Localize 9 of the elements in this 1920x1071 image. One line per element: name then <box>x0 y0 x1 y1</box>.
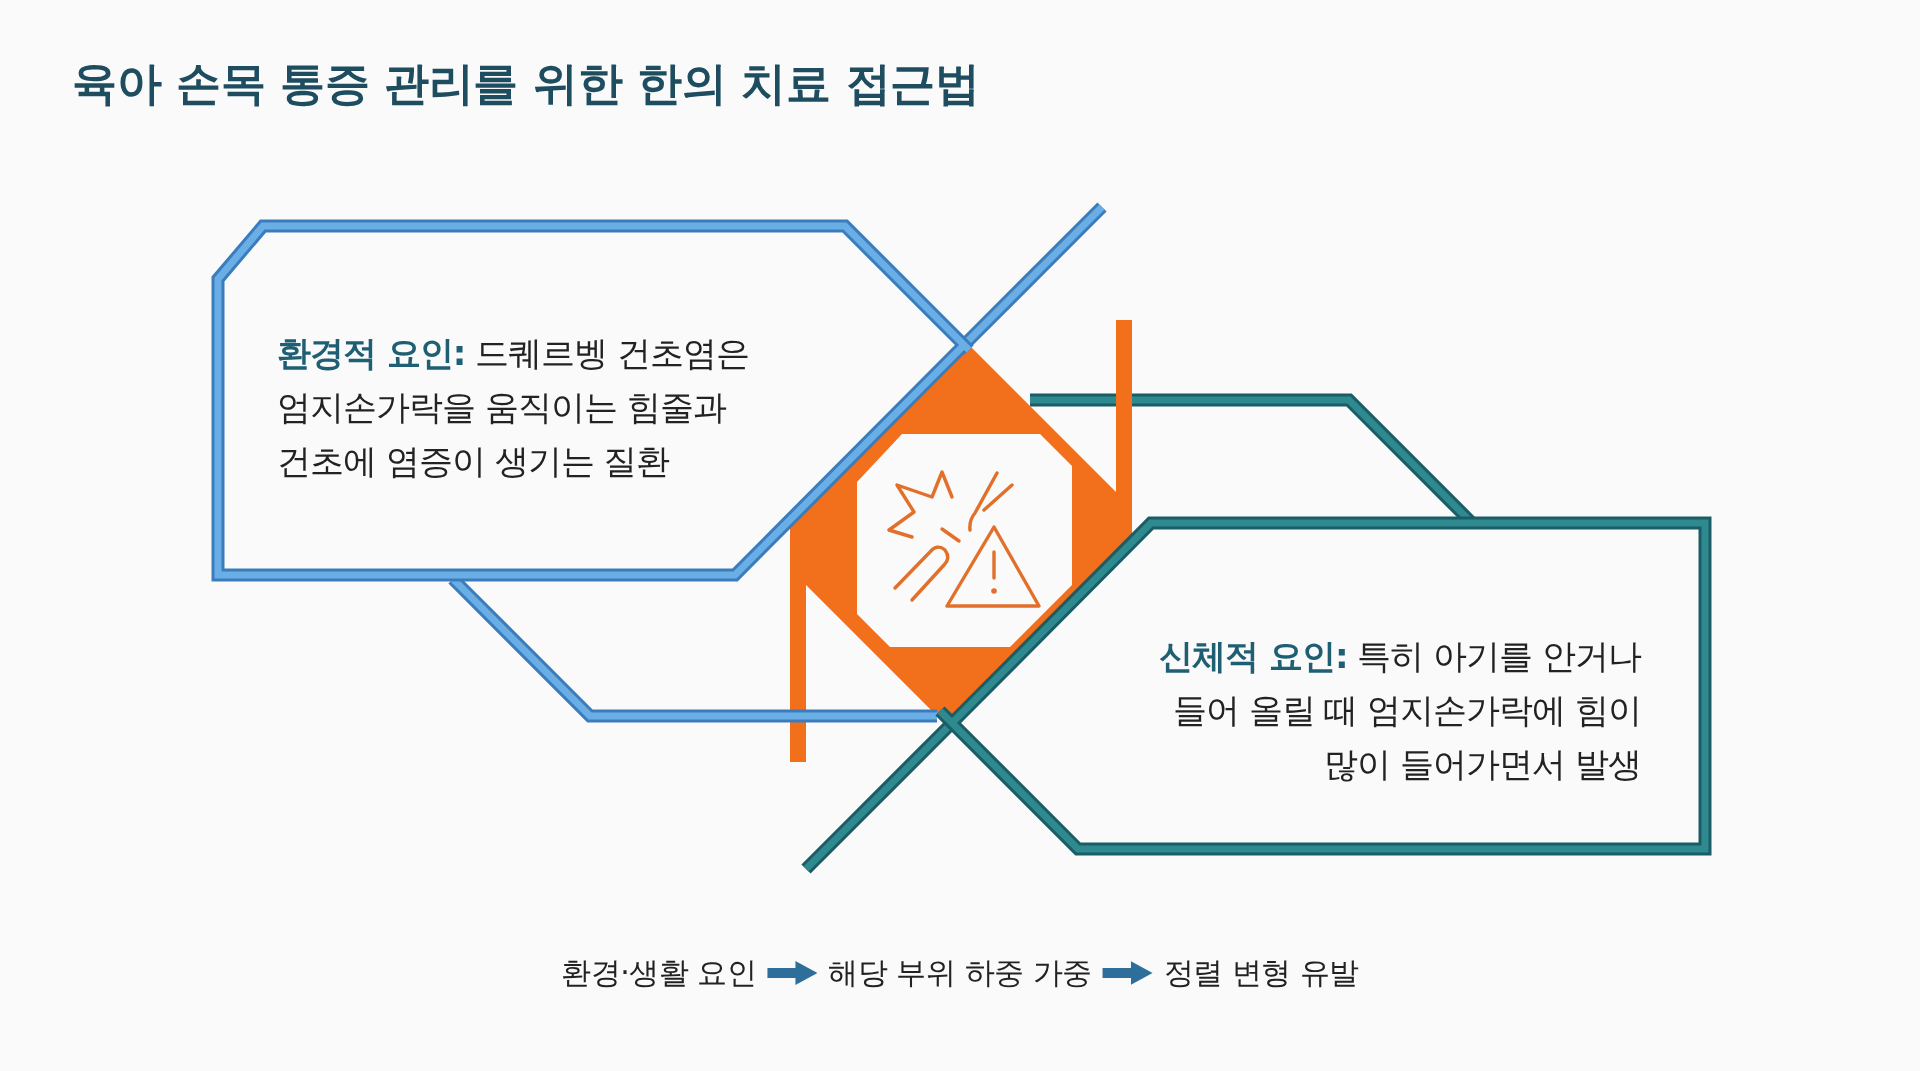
flow-arrow <box>1102 961 1153 985</box>
description-text: 환경적 요인: 드퀘르벵 건초염은 엄지손가락을 움직이는 힘줄과 건초에 염증이 생기는 질환 <box>277 332 751 483</box>
title-text: 육아 손목 통증 관리를 위한 한의 치료 접근법 <box>72 56 980 112</box>
description-text: 신체적 요인: 특히 아기를 안거나 들어 올릴 때 엄지손가락에 힘이 많이 들어가면서 발생 <box>1158 635 1641 786</box>
flow-step-text: 정렬 변형 유발 <box>1152 950 1370 996</box>
flow-step-text: 환경·생활 요인 <box>550 950 768 996</box>
flow-arrow <box>767 961 818 985</box>
octagon-frame <box>790 320 1132 762</box>
flow-step-text: 해당 부위 하중 가중 <box>817 950 1103 996</box>
